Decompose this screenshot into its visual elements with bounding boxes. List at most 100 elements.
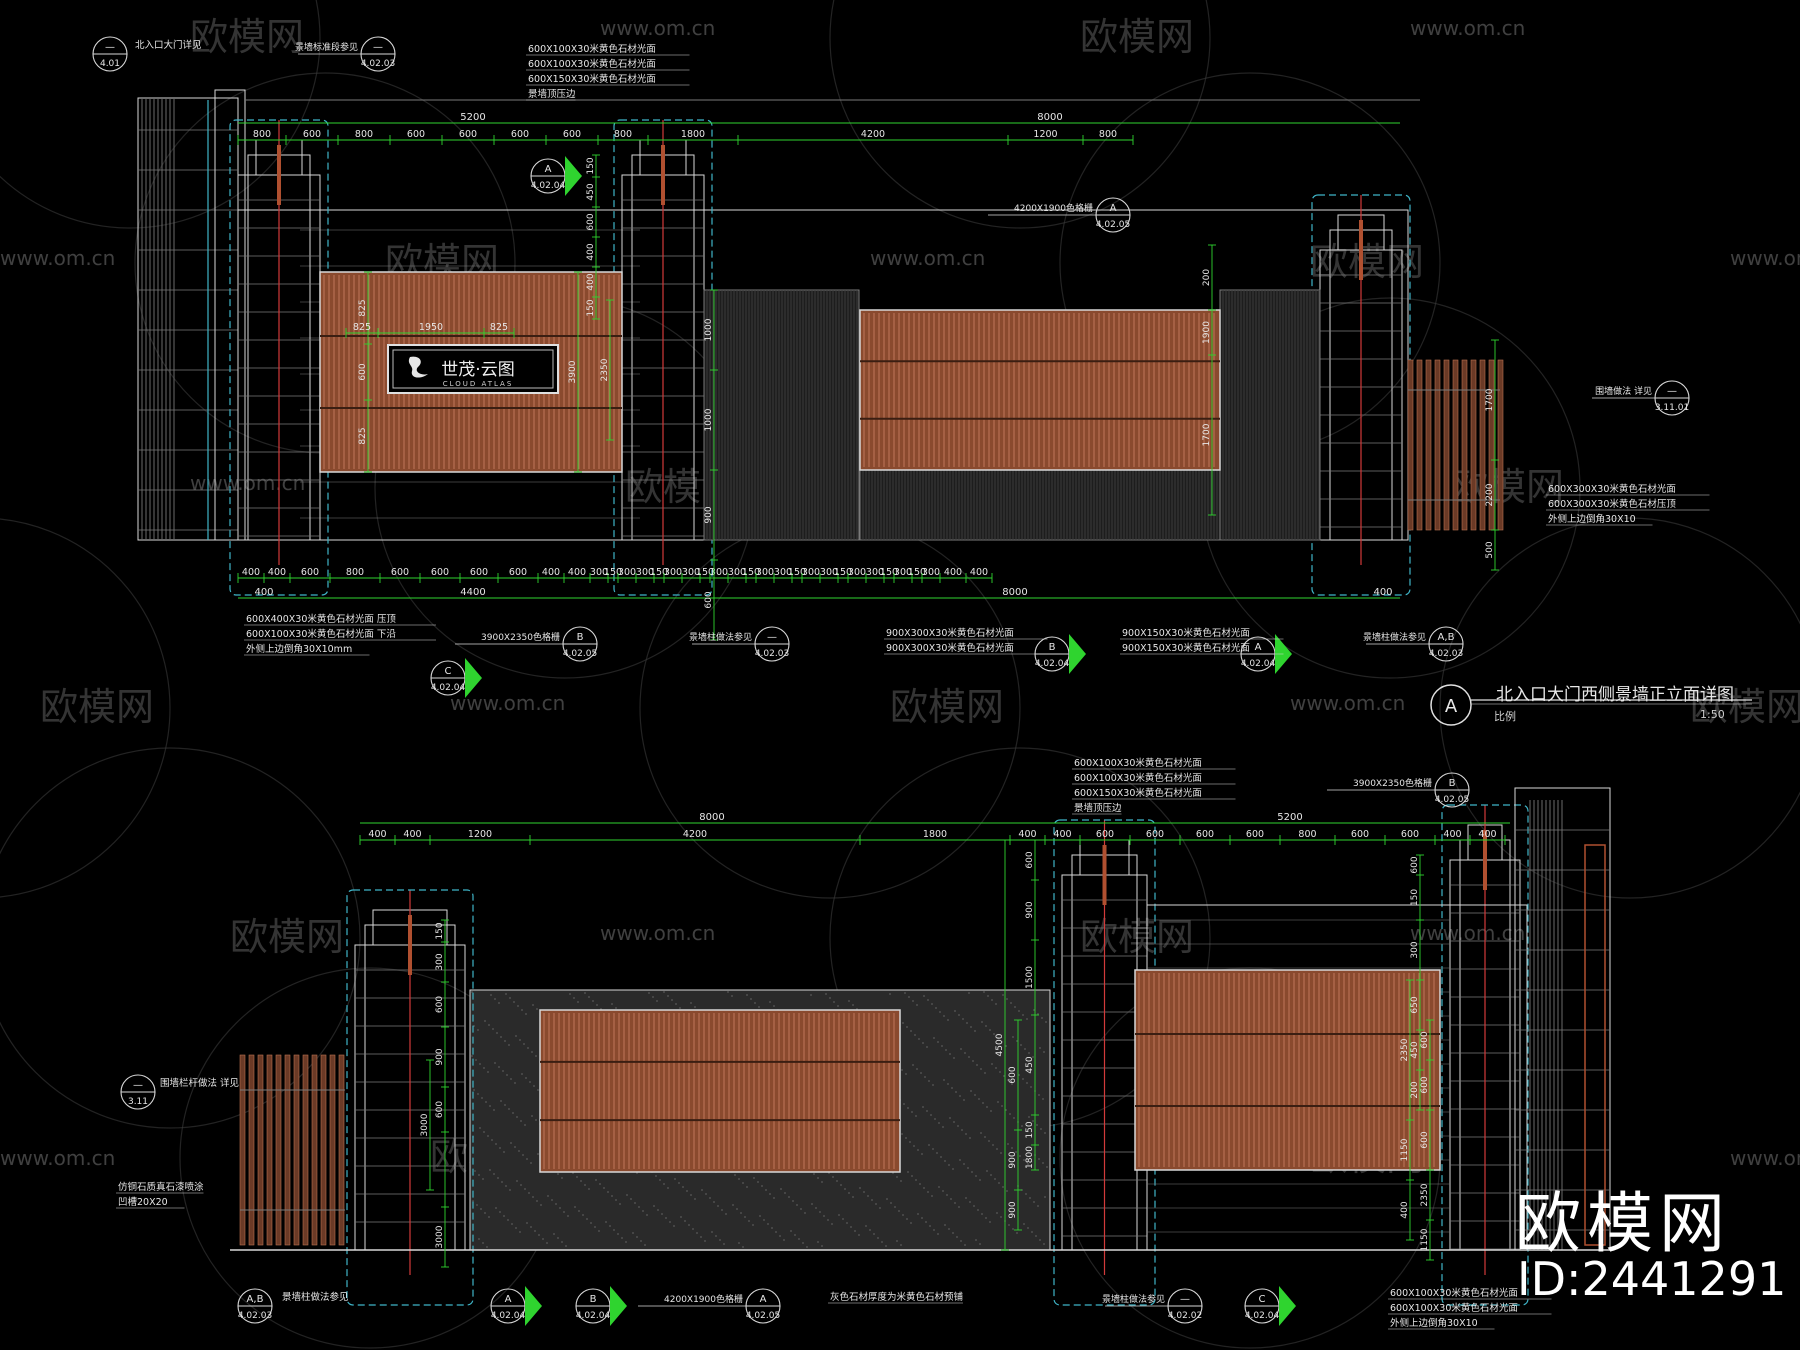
pillar-dash-box: [1441, 804, 1529, 1306]
gravel-dot: [918, 1038, 920, 1040]
dim-label: 650: [1410, 996, 1420, 1013]
gravel-dot: [989, 1221, 991, 1223]
dim-total: 8000: [699, 812, 724, 823]
brand-watermark: 欧模网: [890, 685, 1004, 729]
gravel-dot: [986, 1106, 988, 1108]
bottom-vdims-b: 3000: [420, 1059, 434, 1191]
gravel-dot: [1006, 1190, 1008, 1192]
gravel-dot: [523, 1043, 525, 1045]
gravel-dot: [792, 1200, 794, 1202]
gravel-dot: [485, 1101, 487, 1103]
gravel-dot: [850, 1226, 852, 1228]
dim-label: 300: [435, 953, 445, 970]
gravel-dot: [621, 1237, 623, 1239]
gravel-dot: [521, 1009, 523, 1011]
gravel-dot: [509, 1189, 511, 1191]
gravel-dot: [865, 1225, 867, 1227]
dim-total: 5200: [1277, 812, 1302, 823]
dim-label: 600: [470, 567, 488, 578]
gravel-dot: [1030, 1086, 1032, 1088]
gravel-dot: [576, 1176, 578, 1178]
gravel-dot: [632, 1232, 634, 1234]
gravel-dot: [910, 1222, 912, 1224]
gravel-dot: [963, 1099, 965, 1101]
gravel-dot: [680, 1216, 682, 1218]
gravel-dot: [827, 1219, 829, 1221]
callout-ref: 4.02.03: [755, 649, 789, 659]
gravel-dot: [971, 1171, 973, 1173]
gravel-dot: [753, 1177, 755, 1179]
callout-ref: 4.02.03: [361, 59, 395, 69]
gravel-dot: [584, 992, 586, 994]
brand-watermark: 欧模网: [1690, 685, 1800, 729]
gravel-dot: [926, 1110, 928, 1112]
fence-bar: [1407, 359, 1414, 531]
gravel-dot: [700, 1236, 702, 1238]
gravel-dot: [528, 1192, 530, 1194]
callout-bottom-4: B4.02.04: [575, 1286, 627, 1326]
bottom-pillar-right: [1441, 804, 1529, 1306]
gravel-dot: [569, 993, 571, 995]
gravel-dot: [912, 1064, 914, 1066]
gravel-dot: [636, 1236, 638, 1238]
dim-label: 150: [586, 299, 596, 316]
gravel-dot: [559, 1207, 561, 1209]
gravel-dot: [471, 991, 473, 993]
gravel-dot: [480, 1208, 482, 1210]
gravel-dot: [981, 1021, 983, 1023]
dim-label: 300: [710, 567, 728, 578]
top-pillar-mid: [613, 119, 713, 596]
gravel-dot: [705, 1193, 707, 1195]
dim-label: 600: [1196, 829, 1214, 840]
gravel-dot: [831, 1223, 833, 1225]
gravel-dot: [531, 1051, 533, 1053]
gravel-dot: [487, 1071, 489, 1073]
gravel-dot: [484, 1212, 486, 1214]
fence-bar: [293, 1054, 300, 1246]
material-note: 600X300X30米黄色石材光面: [1548, 483, 1676, 495]
gravel-dot: [694, 1006, 696, 1008]
gravel-dot: [477, 1029, 479, 1031]
gravel-dot: [488, 1024, 490, 1026]
gravel-dot: [493, 1173, 495, 1175]
gravel-dot: [592, 1000, 594, 1002]
callout-ref: 4.02.04: [431, 683, 466, 693]
gravel-dot: [526, 1158, 528, 1160]
gravel-dot: [939, 1011, 941, 1013]
dim-label: 600: [358, 363, 368, 380]
gravel-dot: [498, 1066, 500, 1068]
dim-total: 4400: [460, 587, 485, 598]
gravel-dot: [931, 1003, 933, 1005]
top-stone-base: [859, 469, 1221, 541]
dim-label: 450: [1025, 1056, 1035, 1073]
material-note: 景墙顶压边: [1074, 802, 1122, 814]
gravel-dot: [578, 1210, 580, 1212]
gravel-dot: [914, 1034, 916, 1036]
gravel-dot: [1042, 1098, 1044, 1100]
gravel-dot: [515, 1035, 517, 1037]
callout-arrow: [1279, 1286, 1296, 1326]
dim-label: 200: [1410, 1081, 1420, 1098]
callout-arrow: [565, 156, 582, 196]
gravel-dot: [638, 1206, 640, 1208]
gravel-dot: [519, 1231, 521, 1233]
fence-bar: [1434, 359, 1441, 531]
callout-ref: 4.02.05: [1435, 795, 1469, 805]
gravel-dot: [970, 1090, 972, 1092]
gravel-dot: [901, 1133, 903, 1135]
gravel-dot: [742, 1182, 744, 1184]
dim-label: 300: [774, 567, 792, 578]
gravel-dot: [817, 1241, 819, 1243]
gravel-dot: [1039, 1239, 1041, 1241]
gravel-dot: [758, 1006, 760, 1008]
material-note: 600X100X30米黄色石材光面: [1074, 772, 1202, 784]
gravel-dot: [530, 1226, 532, 1228]
top-stone-block-left: [703, 289, 860, 541]
callout-id: —: [133, 1080, 143, 1091]
gravel-dot: [842, 1218, 844, 1220]
gravel-dot: [871, 1199, 873, 1201]
gravel-dot: [949, 1117, 951, 1119]
gravel-dot: [561, 1241, 563, 1243]
